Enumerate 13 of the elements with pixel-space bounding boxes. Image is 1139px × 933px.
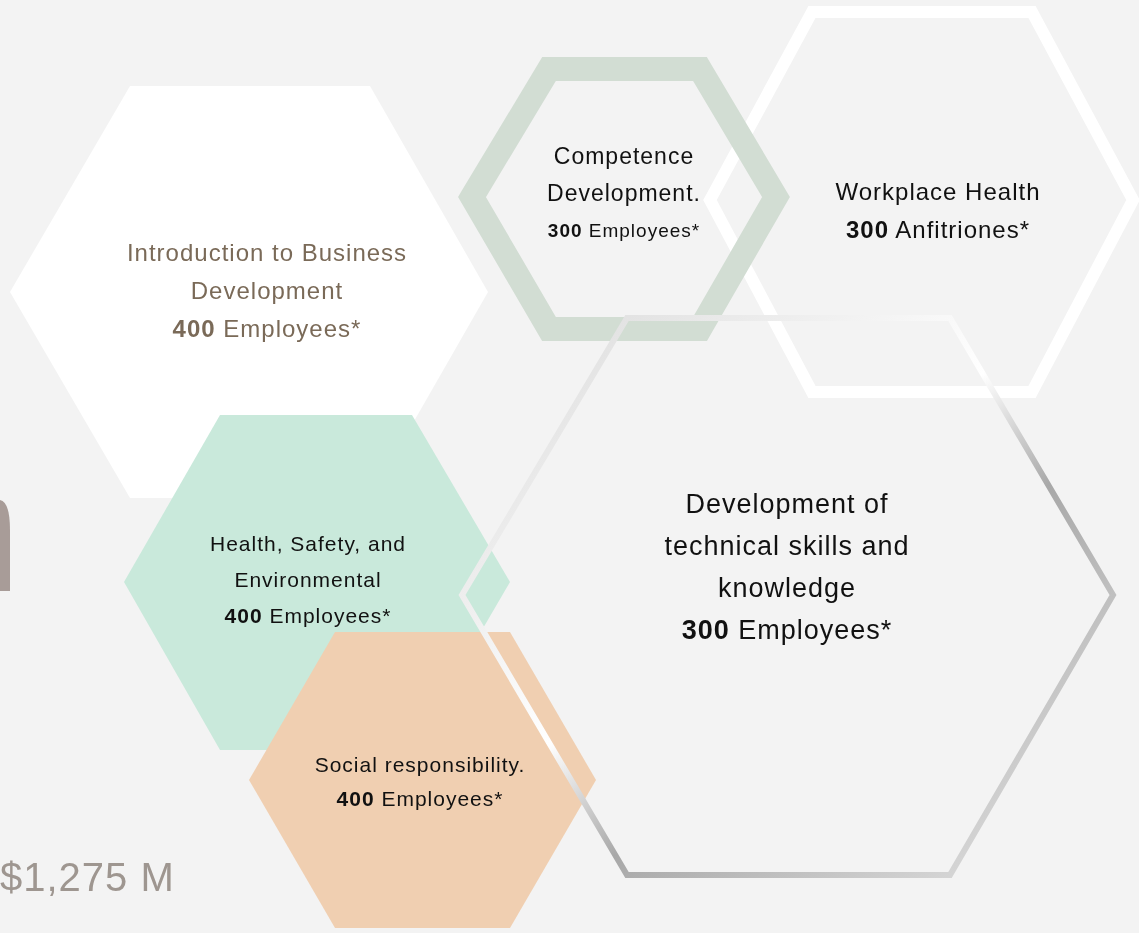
topic-title: Introduction to Business Development xyxy=(125,238,409,306)
amount-label: $1,275 M xyxy=(0,855,175,900)
topic-title: Health, Safety, and Environmental xyxy=(208,531,408,593)
employee-count: 300 Employees* xyxy=(681,614,893,647)
topic-title: Competence Development. xyxy=(546,142,702,208)
topic-title: Development of technical skills and knowledge xyxy=(663,488,911,605)
topic-title: Workplace Health xyxy=(835,177,1041,207)
topic-title: Social responsibility. xyxy=(314,752,526,778)
employee-count: 300 Anfitriones* xyxy=(845,215,1031,245)
employee-count: 400 Employees* xyxy=(172,314,362,344)
employee-count: 300 Employees* xyxy=(547,219,701,243)
employee-count: 400 Employees* xyxy=(224,603,392,629)
employee-count: 400 Employees* xyxy=(336,786,504,812)
